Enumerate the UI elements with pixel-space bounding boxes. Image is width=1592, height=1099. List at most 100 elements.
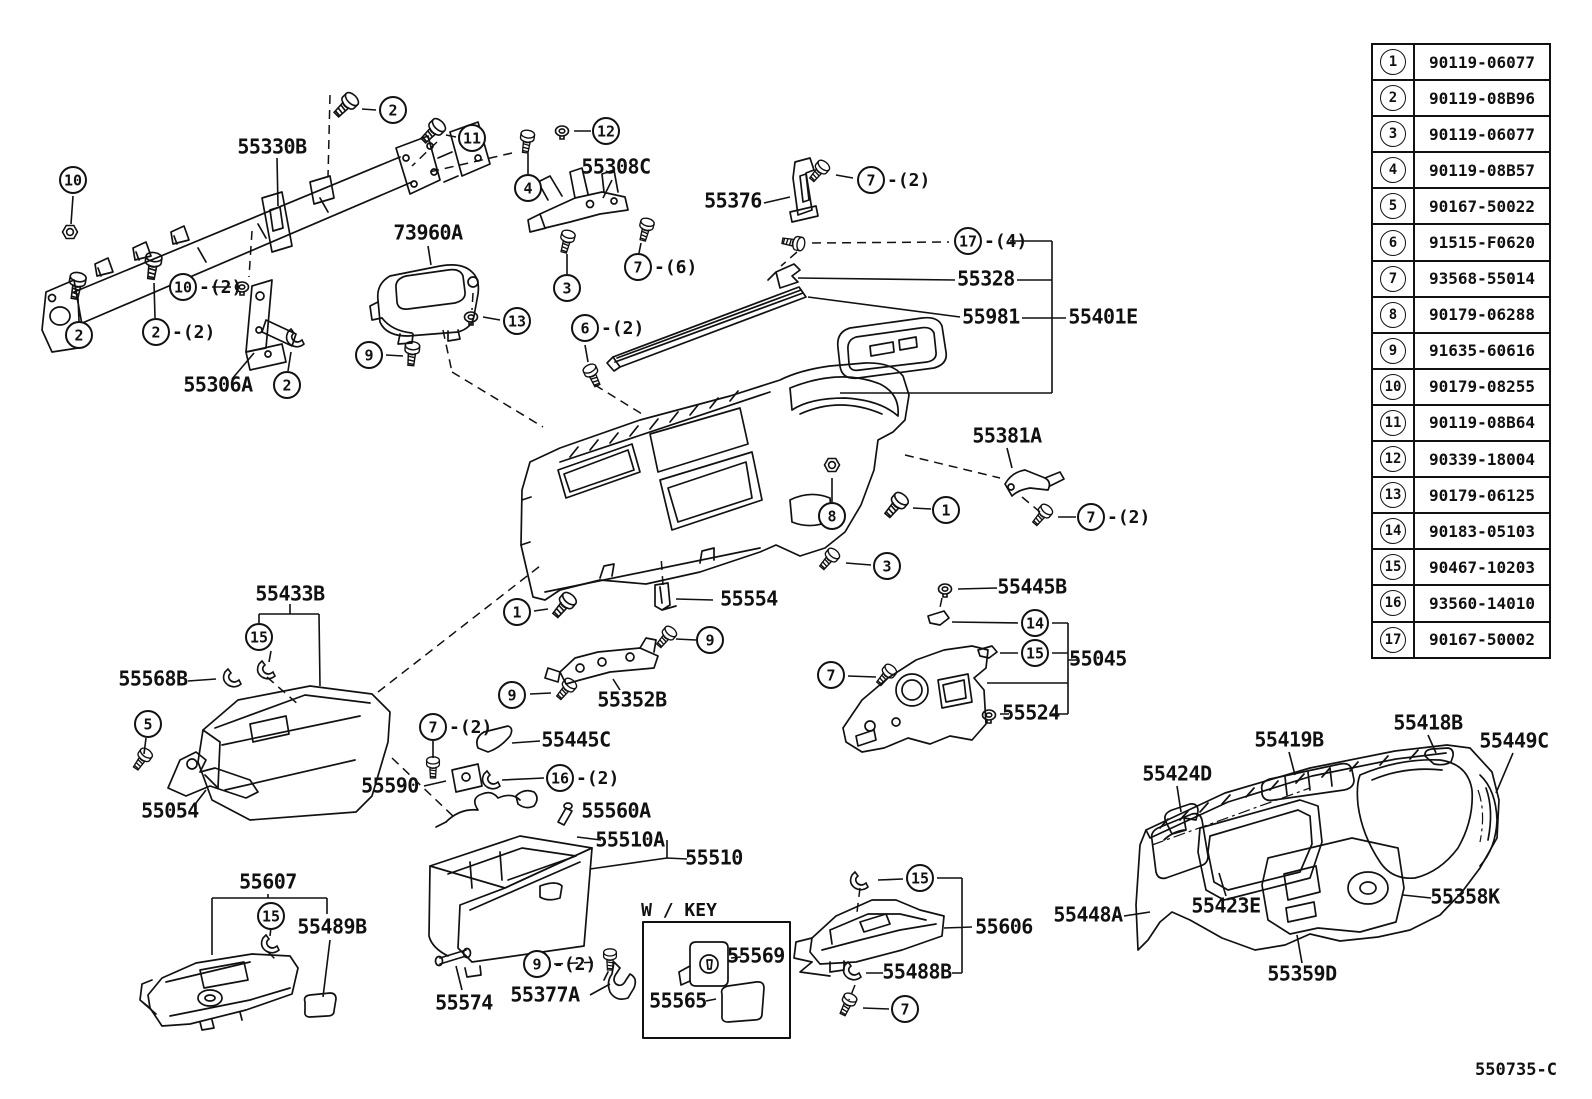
callout-circle [273, 371, 301, 399]
part-label-55377A: 55377A [510, 983, 580, 1007]
ref-badge: 16 [1380, 590, 1406, 617]
callout-number: 3 [562, 280, 571, 298]
table-row: 2 90119-08B96 [1373, 79, 1549, 116]
callout-number: 9 [705, 632, 714, 650]
part-label-55565: 55565 [649, 989, 707, 1013]
part-label-55510A: 55510A [595, 828, 665, 852]
part-label-55306A: 55306A [183, 373, 253, 397]
callout-circle [696, 626, 724, 654]
ref-badge: 3 [1380, 121, 1406, 148]
callout-17: 17-(4) [954, 227, 1027, 255]
callout-suffix: -(2) [449, 717, 492, 738]
ref-badge: 15 [1380, 554, 1406, 581]
callout-circle [954, 227, 982, 255]
callout-suffix: -(6) [654, 257, 697, 278]
callout-circle [932, 496, 960, 524]
callout-number: 8 [827, 508, 836, 526]
ref-cell: 2 [1373, 81, 1415, 116]
part-label-55358K: 55358K [1430, 885, 1500, 909]
callout-circle [514, 174, 542, 202]
callout-suffix: -(2) [887, 170, 930, 191]
part-label-55308C: 55308C [581, 155, 650, 179]
callout-7: 7-(2) [857, 166, 930, 194]
part-label-55574: 55574 [435, 991, 493, 1015]
callout-circle [355, 341, 383, 369]
callout-circle [571, 314, 599, 342]
part-number: 93560-14010 [1429, 593, 1535, 613]
lower-panel-55607-art [139, 953, 337, 1031]
part-label-55449C: 55449C [1479, 729, 1548, 753]
part-label-55328: 55328 [957, 267, 1015, 291]
bracket-55381a-art [1004, 469, 1065, 497]
part-label-55423E: 55423E [1191, 894, 1260, 918]
ref-badge: 8 [1380, 301, 1406, 328]
callout-10: 10 [59, 166, 87, 194]
ref-badge: 10 [1380, 373, 1406, 400]
callout-circle [169, 273, 197, 301]
ref-badge: 2 [1380, 85, 1406, 112]
callout-circle [906, 864, 934, 892]
part-label-55401E: 55401E [1068, 305, 1137, 329]
ref-badge: 14 [1380, 518, 1406, 545]
callout-5: 5 [134, 710, 162, 738]
callout-circle [503, 598, 531, 626]
ref-cell: 15 [1373, 550, 1415, 585]
part-number: 90119-08B57 [1429, 160, 1535, 180]
callout-circle [458, 124, 486, 152]
part-label-55524: 55524 [1002, 701, 1060, 725]
ref-cell: 3 [1373, 117, 1415, 152]
table-row: 4 90119-08B57 [1373, 151, 1549, 188]
table-row: 14 90183-05103 [1373, 512, 1549, 549]
callout-3: 3 [553, 274, 581, 302]
callout-number: 6 [580, 320, 589, 338]
callout-circle [498, 681, 526, 709]
callout-circle [624, 253, 652, 281]
part-number: 90119-08B64 [1429, 413, 1535, 433]
callout-circle [379, 96, 407, 124]
callout-2: 2 [273, 371, 301, 399]
striker-55590-art [451, 763, 483, 793]
callout-number: 1 [941, 502, 950, 520]
wkey-box-art [642, 921, 791, 1039]
callout-number: 2 [282, 377, 291, 395]
part-number: 90119-08B96 [1429, 88, 1535, 108]
callout-number: 17 [959, 233, 977, 251]
callout-number: 14 [1026, 615, 1044, 633]
callout-number: 13 [508, 313, 526, 331]
part-label-55590: 55590 [361, 774, 419, 798]
callout-3: 3 [873, 552, 901, 580]
part-label-WKEY: W / KEY [641, 900, 717, 921]
callout-number: 2 [151, 324, 160, 342]
ref-cell: 9 [1373, 333, 1415, 368]
callout-number: 3 [882, 558, 891, 576]
ref-cell: 11 [1373, 405, 1415, 441]
callout-circle [134, 710, 162, 738]
ref-badge: 11 [1380, 409, 1406, 436]
part-number: 90183-05103 [1429, 521, 1535, 541]
console-55606-art [793, 899, 945, 977]
reinforcement-bar-art [41, 121, 491, 353]
callout-suffix: -(2) [199, 277, 242, 298]
callout-circle [245, 623, 273, 651]
ref-badge: 12 [1380, 446, 1406, 473]
ref-cell: 6 [1373, 225, 1415, 260]
rod-55574-art [434, 947, 472, 967]
part-label-55510: 55510 [685, 846, 743, 870]
callout-circle [503, 307, 531, 335]
callout-2: 2 [65, 321, 93, 349]
callout-7: 7-(6) [624, 253, 697, 281]
callout-number: 12 [597, 123, 615, 141]
ref-cell: 4 [1373, 153, 1415, 188]
callout-9: 9 [355, 341, 383, 369]
callout-suffix: -(2) [576, 768, 619, 789]
instrument-panel-art [520, 362, 910, 601]
part-label-55433B: 55433B [255, 582, 325, 606]
